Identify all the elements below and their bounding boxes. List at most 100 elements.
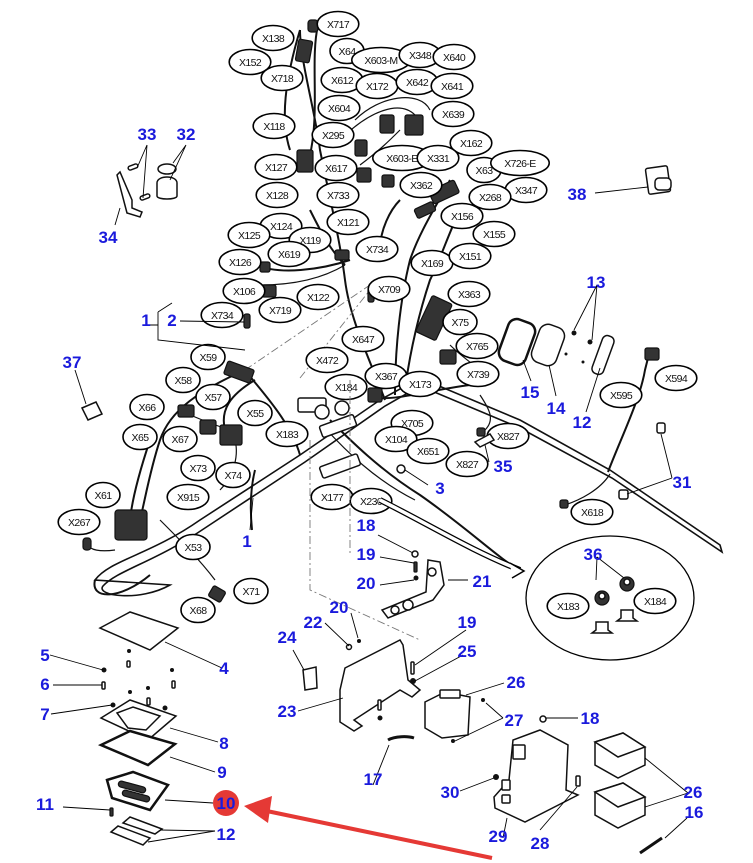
- connector-callout: X719: [258, 296, 302, 324]
- connector-callout: X59: [190, 343, 226, 371]
- connector-id: X363: [458, 289, 481, 301]
- bracket-23: [339, 639, 422, 732]
- connector-id: X367: [375, 371, 398, 383]
- part-number-label: 17: [364, 770, 383, 789]
- connector-callout: X734: [355, 235, 399, 263]
- part-number-label: 18: [357, 516, 376, 535]
- connector-ellipse: [265, 420, 309, 448]
- connector-callout: X118: [252, 112, 296, 140]
- connector-ellipse: [633, 587, 677, 615]
- connector-callout: X173: [398, 370, 442, 398]
- part-number-label: 19: [458, 613, 477, 632]
- connector-ellipse: [599, 381, 643, 409]
- connector-ellipse: [165, 366, 201, 394]
- connector-id: X612: [331, 75, 354, 87]
- connector-id: X71: [243, 586, 261, 598]
- connector-id: X64: [339, 46, 357, 58]
- connector-callout: X156: [440, 202, 484, 230]
- connector-ellipse: [254, 153, 298, 181]
- connector-ellipse: [406, 437, 450, 465]
- connector-ellipse: [195, 383, 231, 411]
- part-number-label: 25: [458, 642, 477, 661]
- connector-id: X183: [276, 429, 299, 441]
- part-number-label: 13: [587, 273, 606, 292]
- bracket-34: [116, 170, 143, 218]
- connector-callout: X125: [227, 221, 271, 249]
- part-number-label: 10: [217, 794, 236, 813]
- connector-callout: X75: [442, 308, 478, 336]
- connector-ellipse: [455, 332, 499, 360]
- connector-id: X127: [265, 162, 288, 174]
- connector-id: X640: [443, 52, 466, 64]
- connector-id: X155: [483, 229, 506, 241]
- connector-id: X594: [665, 373, 688, 385]
- connector-callout: X152: [228, 48, 272, 76]
- connector-id: X619: [278, 249, 301, 261]
- connector-callout: X57: [195, 383, 231, 411]
- connector-id: X122: [307, 292, 330, 304]
- connector-ellipse: [355, 235, 399, 263]
- connector-callout: X53: [175, 533, 211, 561]
- connector-id: X138: [262, 33, 285, 45]
- connector-ellipse: [449, 129, 493, 157]
- connector-callout: X718: [260, 64, 304, 92]
- part-number-label: 15: [521, 383, 540, 402]
- connector-id: X915: [177, 492, 200, 504]
- part-number-label: 14: [547, 399, 566, 418]
- connector-id: X295: [322, 130, 345, 142]
- connector-callout: X121: [326, 208, 370, 236]
- connector-callout: X604: [317, 94, 361, 122]
- part-number-label: 35: [494, 457, 513, 476]
- connector-id: X68: [190, 605, 208, 617]
- connector-id: X74: [225, 470, 243, 482]
- highlight-badge: [213, 790, 239, 816]
- connector-callout: X362: [399, 171, 443, 199]
- connector-id: X719: [269, 305, 292, 317]
- part-number-label: 18: [581, 709, 600, 728]
- connector-ellipse: [432, 43, 476, 71]
- part-number-label: 29: [489, 827, 508, 846]
- connector-callout: X177: [310, 483, 354, 511]
- part-number-label: 31: [673, 473, 692, 492]
- connector-ellipse: [260, 64, 304, 92]
- connector-callout: X618: [570, 498, 614, 526]
- connector-ellipse: [227, 221, 271, 249]
- connector-callout: X472: [305, 346, 349, 374]
- part-number-label: 3: [435, 479, 444, 498]
- connector-id: X268: [479, 192, 502, 204]
- connector-callout: X717: [316, 10, 360, 38]
- connector-callout: X73: [180, 454, 216, 482]
- connector-ellipse: [57, 508, 101, 536]
- connector-id: X124: [270, 221, 293, 233]
- connector-id: X726-E: [504, 158, 536, 170]
- connector-callout: X617: [314, 154, 358, 182]
- part-number-label: 20: [330, 598, 349, 617]
- connector-ellipse: [440, 202, 484, 230]
- connector-ellipse: [85, 481, 121, 509]
- connector-callout: X65: [122, 423, 158, 451]
- connector-ellipse: [349, 487, 393, 515]
- connector-callout: X647: [341, 325, 385, 353]
- connector-callout: X726-E: [489, 149, 550, 177]
- connector-callout: X122: [296, 283, 340, 311]
- connector-ellipse: [180, 596, 216, 624]
- connector-ellipse: [447, 280, 491, 308]
- connector-id: X58: [175, 375, 193, 387]
- connector-id: X230: [360, 496, 383, 508]
- connector-id: X827: [497, 431, 520, 443]
- connector-id: X66: [139, 402, 157, 414]
- part-number-label: 20: [357, 574, 376, 593]
- connector-id: X55: [247, 408, 265, 420]
- connector-id: X63: [476, 165, 494, 177]
- connector-ellipse: [367, 275, 411, 303]
- connector-callout: X74: [215, 461, 251, 489]
- connector-callout: X183: [546, 592, 590, 620]
- connector-id: X61: [95, 490, 113, 502]
- connector-id: X733: [327, 190, 350, 202]
- connector-ellipse: [448, 242, 492, 270]
- part-number-label: 1: [242, 532, 251, 551]
- connector-id: X126: [229, 257, 252, 269]
- connector-callout: X915: [166, 483, 210, 511]
- connector-id: X618: [581, 507, 604, 519]
- connector-callout: X58: [165, 366, 201, 394]
